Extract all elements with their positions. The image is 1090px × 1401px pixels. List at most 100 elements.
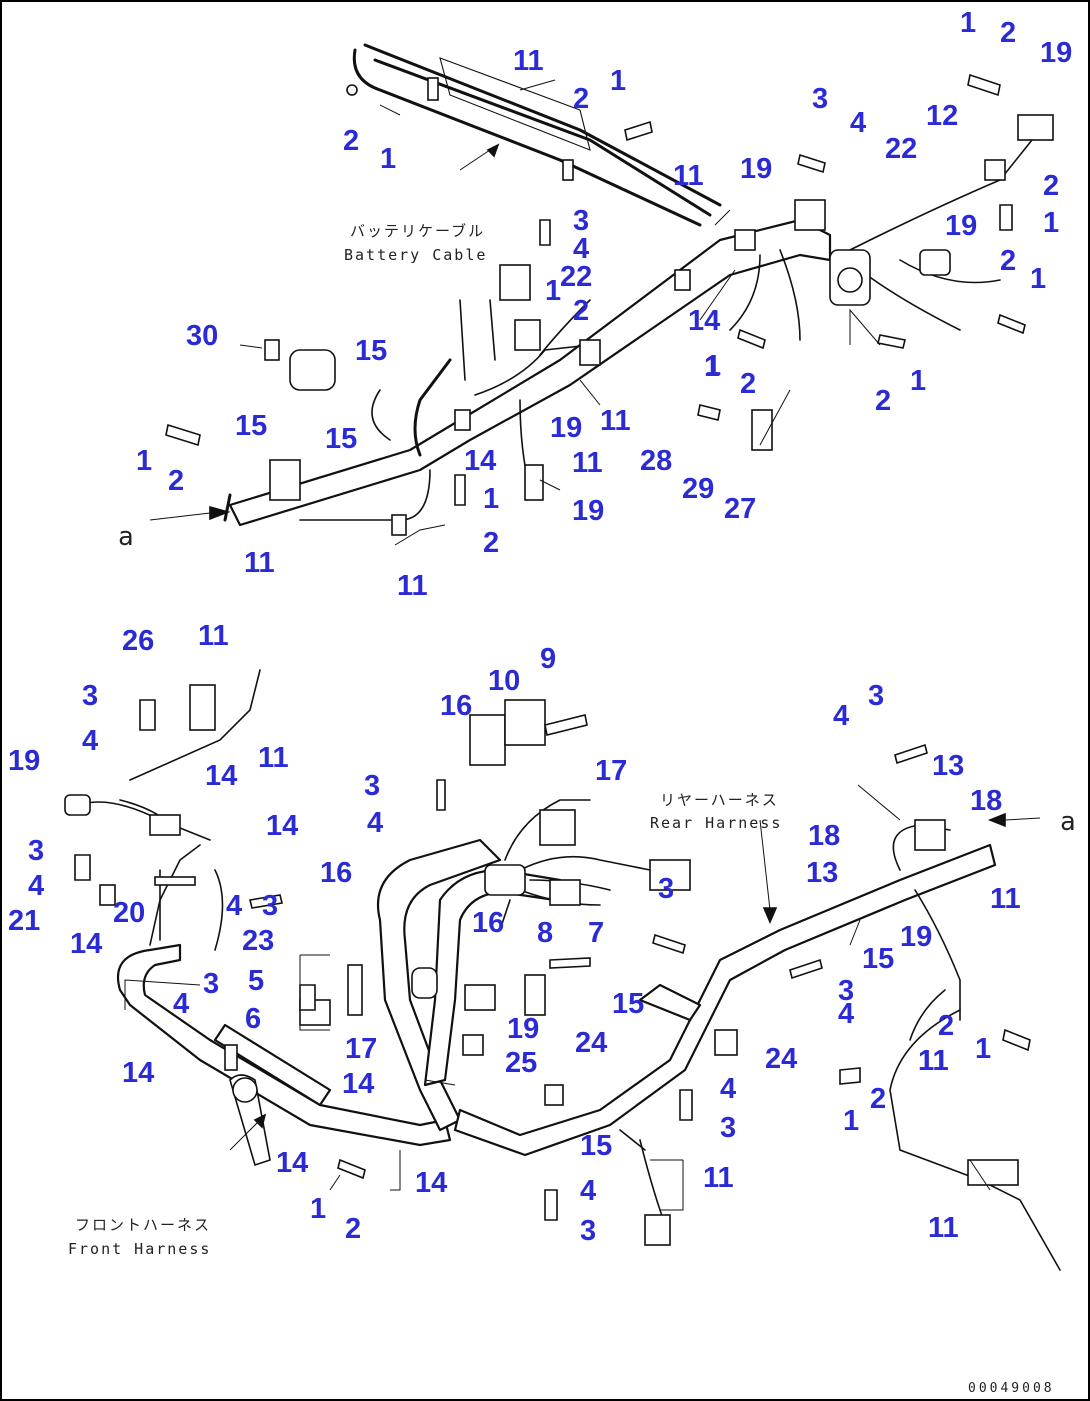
callout: 2 — [938, 1010, 954, 1042]
callout: 1 — [843, 1105, 859, 1137]
callout: 4 — [367, 807, 383, 839]
callout: 14 — [688, 305, 720, 337]
callout: 7 — [588, 917, 604, 949]
callout: 13 — [932, 750, 964, 782]
callout: 12 — [926, 100, 958, 132]
callout: 2 — [483, 527, 499, 559]
callout: 4 — [833, 700, 849, 732]
callout: 15 — [612, 988, 644, 1020]
callout: 29 — [682, 473, 714, 505]
callout: 2 — [343, 125, 359, 157]
callout: 15 — [325, 423, 357, 455]
callout: 2 — [1000, 17, 1016, 49]
callout: 19 — [1040, 37, 1072, 69]
callout: 14 — [205, 760, 237, 792]
callout: 11 — [572, 447, 603, 479]
callout: 10 — [488, 665, 520, 697]
callout: 2 — [875, 385, 891, 417]
callout: 11 — [673, 160, 704, 192]
callout: 2 — [1000, 245, 1016, 277]
top-harness-assembly — [149, 43, 1054, 546]
callout: 1 — [704, 351, 720, 383]
callout: 4 — [573, 233, 589, 265]
rear-harness-caption-en: Rear Harness — [650, 814, 782, 832]
callout: 1 — [705, 350, 721, 382]
callout: 2 — [345, 1213, 361, 1245]
callout: 19 — [900, 921, 932, 953]
callout: 1 — [960, 7, 976, 39]
callout: 1 — [1030, 263, 1046, 295]
callout: 15 — [862, 943, 894, 975]
callout: 19 — [945, 210, 977, 242]
callout: 4 — [82, 725, 98, 757]
callout: 9 — [540, 643, 556, 675]
callout: 6 — [245, 1003, 261, 1035]
battery-cable-caption-jp: バッテリケーブル — [350, 222, 485, 240]
callout: 19 — [572, 495, 604, 527]
callout: 25 — [505, 1047, 537, 1079]
callout: 2 — [870, 1083, 886, 1115]
callout: 14 — [342, 1068, 374, 1100]
callout: 11 — [928, 1212, 959, 1244]
callout: 28 — [640, 445, 672, 477]
callout: 1 — [310, 1193, 326, 1225]
callout: 5 — [248, 965, 264, 997]
callout: 11 — [513, 45, 544, 77]
front-harness-caption-jp: フロントハーネス — [75, 1216, 211, 1234]
callout: 14 — [70, 928, 102, 960]
callout: 22 — [885, 133, 917, 165]
callout: 4 — [838, 998, 854, 1030]
callout: 15 — [580, 1130, 612, 1162]
callout: 3 — [364, 770, 380, 802]
callout: 14 — [464, 445, 496, 477]
callout: 4 — [28, 870, 44, 902]
ref-a-left: a — [118, 522, 134, 552]
rear-harness-caption-jp: リヤーハーネス — [660, 791, 779, 809]
callout: 11 — [198, 620, 229, 652]
callout: 3 — [868, 680, 884, 712]
callout: 20 — [113, 897, 145, 929]
callout: 23 — [242, 925, 274, 957]
callout: 19 — [740, 153, 772, 185]
callout: 2 — [740, 368, 756, 400]
callout: 27 — [724, 493, 756, 525]
callout: 4 — [173, 988, 189, 1020]
callout: 4 — [850, 107, 866, 139]
callout: 4 — [720, 1073, 736, 1105]
callout: 3 — [203, 968, 219, 1000]
callout: 3 — [720, 1112, 736, 1144]
callout: 8 — [537, 917, 553, 949]
callout: 30 — [186, 320, 218, 352]
callout: 2 — [573, 295, 589, 327]
callout: 2 — [573, 83, 589, 115]
callout: 3 — [580, 1215, 596, 1247]
callout: 4 — [226, 890, 242, 922]
callout: 18 — [808, 820, 840, 852]
callout: 11 — [918, 1045, 949, 1077]
callout: 16 — [440, 690, 472, 722]
callout: 15 — [355, 335, 387, 367]
callout: 3 — [812, 83, 828, 115]
callout: 13 — [806, 857, 838, 889]
callout: 26 — [122, 625, 154, 657]
callout: 16 — [320, 857, 352, 889]
callout: 17 — [345, 1033, 377, 1065]
callout: 14 — [266, 810, 298, 842]
callout: 24 — [765, 1043, 797, 1075]
callout: 2 — [1043, 170, 1059, 202]
callout: 19 — [550, 412, 582, 444]
callout: 11 — [244, 547, 275, 579]
callout: 11 — [990, 883, 1021, 915]
callout: 3 — [573, 205, 589, 237]
callout: 3 — [82, 680, 98, 712]
callout: 22 — [560, 261, 592, 293]
callout: 1 — [136, 445, 152, 477]
callout: 19 — [8, 745, 40, 777]
callout: 1 — [380, 143, 396, 175]
callout: 3 — [262, 890, 278, 922]
callout: 14 — [122, 1057, 154, 1089]
callout: 1 — [910, 365, 926, 397]
callout: 24 — [575, 1027, 607, 1059]
